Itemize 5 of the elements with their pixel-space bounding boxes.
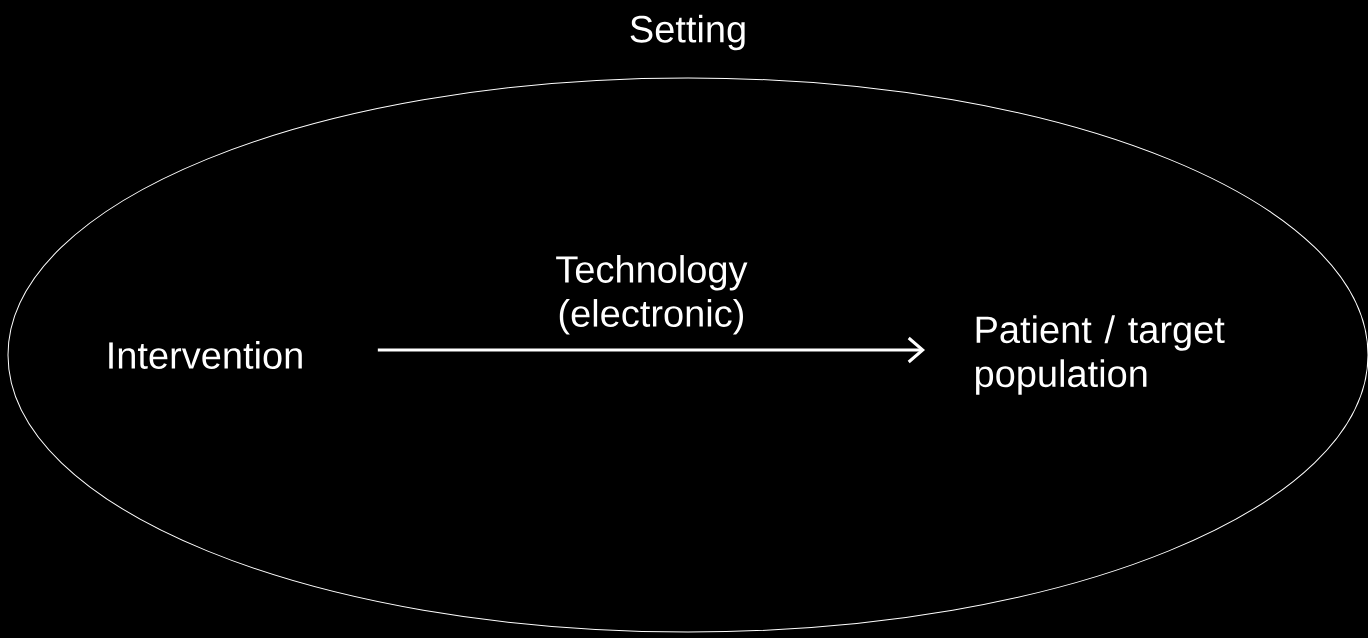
arrow [377, 336, 925, 364]
heading: Setting [630, 14, 745, 51]
label-text: Patient / target population [976, 315, 1225, 395]
label-text: Intervention [109, 341, 302, 369]
edge-label: Technology (electronic) [556, 255, 748, 335]
